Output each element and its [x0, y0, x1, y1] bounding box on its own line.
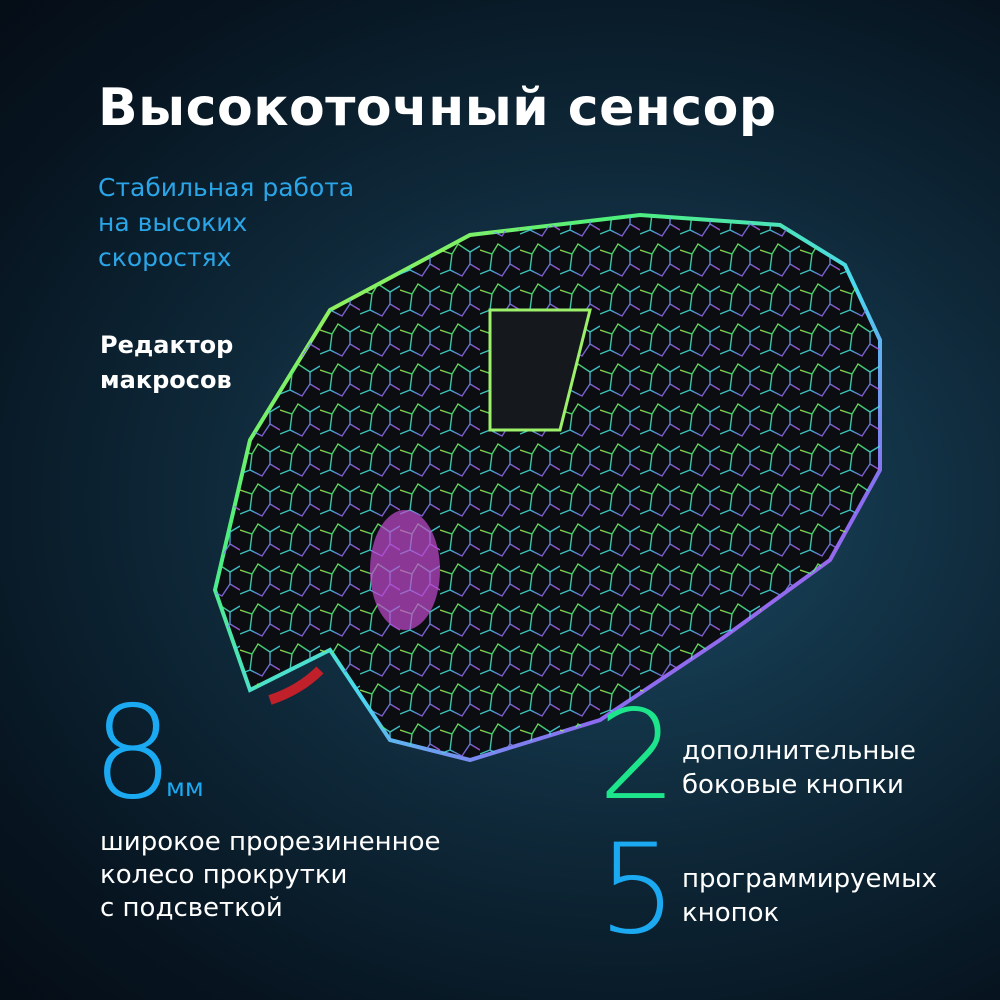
wheel-size-value: 8 [92, 679, 174, 828]
side-desc-line: боковые кнопки [682, 770, 904, 800]
subtitle-line: на высоких [98, 208, 248, 237]
side-buttons-value: 2 [598, 684, 677, 828]
side-buttons-description: дополнительные боковые кнопки [682, 734, 1000, 802]
prog-desc-line: кнопок [682, 898, 780, 928]
gaming-mouse-image [212, 212, 882, 763]
subtitle-line: скоростях [98, 243, 232, 272]
wheel-desc-line: колесо прокрутки [100, 860, 348, 890]
macro-editor-label: Редактор макросов [100, 328, 300, 398]
macro-line: Редактор [100, 331, 234, 359]
wheel-description: широкое прорезиненное колесо прокрутки с… [100, 826, 500, 925]
subtitle-line: Стабильная работа [98, 173, 355, 202]
programmable-buttons-description: программируемых кнопок [682, 862, 1000, 930]
wheel-size-unit: мм [166, 773, 204, 802]
page-title: Высокоточный сенсор [98, 78, 777, 138]
subtitle: Стабильная работа на высоких скоростях [98, 170, 418, 275]
wheel-desc-line: с подсветкой [100, 893, 283, 923]
macro-line: макросов [100, 366, 232, 394]
side-desc-line: дополнительные [682, 736, 916, 766]
prog-desc-line: программируемых [682, 864, 938, 894]
wheel-desc-line: широкое прорезиненное [100, 827, 441, 857]
programmable-buttons-value: 5 [598, 818, 677, 962]
